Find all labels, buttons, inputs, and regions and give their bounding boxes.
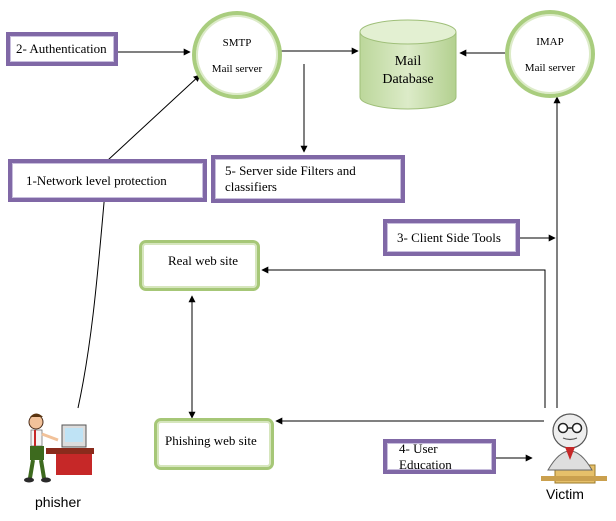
phishing-web-site-box: Phishing web site [154, 418, 274, 470]
network-protection-box: 1-Network level protection [8, 159, 207, 202]
imap-protocol-label: IMAP [536, 36, 564, 48]
real-web-site-label: Real web site [168, 253, 239, 268]
smtp-server-label: Mail server [211, 63, 263, 75]
real-web-site-box: Real web site [139, 240, 260, 291]
imap-server-node: IMAP Mail server [505, 10, 595, 98]
server-filters-box: 5- Server side Filters and classifiers [211, 155, 405, 203]
client-tools-box: 3- Client Side Tools [383, 219, 520, 256]
authentication-box: 2- Authentication [6, 32, 118, 66]
database-icon [359, 19, 457, 110]
victim-label: Victim [546, 486, 584, 502]
phishing-web-site-label: Phishing web site [165, 433, 257, 448]
phisher-label: phisher [35, 494, 81, 510]
database-label-line2: Database [382, 72, 434, 87]
smtp-protocol-label: SMTP [222, 37, 252, 49]
victim-icon [541, 413, 607, 484]
phisher-icon [24, 413, 94, 483]
smtp-server-node: SMTP Mail server [192, 11, 282, 99]
arrow-victim-to-real-site [261, 266, 546, 408]
database-label-line1: Mail [394, 54, 422, 69]
imap-server-label: Mail server [524, 62, 576, 74]
user-education-box: 4- User Education [383, 439, 496, 474]
